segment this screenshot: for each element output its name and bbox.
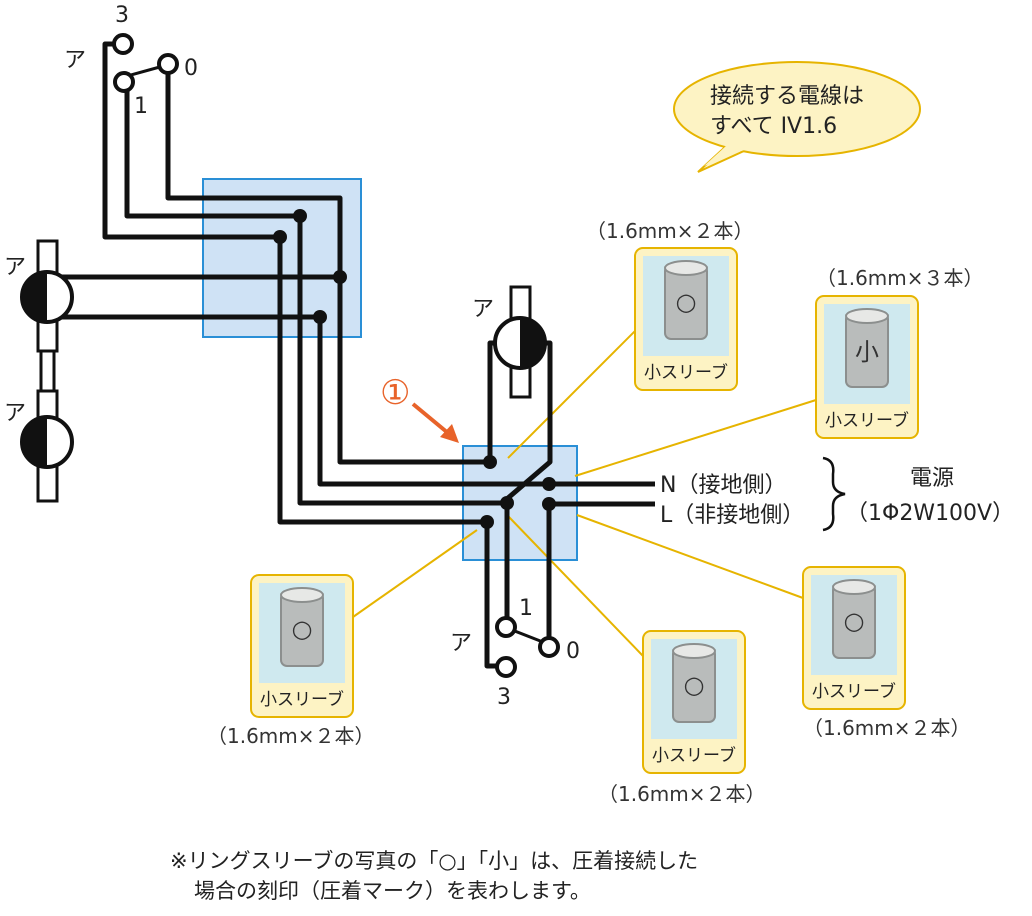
power-brace	[822, 456, 846, 532]
sleeve-1-count: （1.6mm×２本）	[586, 219, 754, 243]
sleeve-3-name: 小スリーブ	[260, 689, 344, 710]
lamp-left-lower	[20, 389, 74, 503]
lamp-left-lower-label: ア	[4, 401, 26, 426]
switch-upper	[112, 33, 179, 93]
sleeve-5-name: 小スリーブ	[812, 681, 896, 702]
sleeve-5-count: （1.6mm×２本）	[803, 716, 971, 740]
callout-line-2: すべて IV1.6	[710, 114, 837, 139]
upper-switch-label-1: 1	[134, 94, 148, 119]
lamp-connector	[39, 349, 56, 393]
wires	[55, 41, 655, 669]
power-l-label: L（非接地側）	[660, 503, 804, 528]
sleeve-2-count: （1.6mm×３本）	[816, 266, 984, 290]
lower-switch-label-1: 1	[519, 596, 533, 621]
lamp-right-label: ア	[472, 297, 494, 322]
sleeve-card-1	[634, 247, 738, 391]
sleeve-card-2	[815, 295, 919, 439]
switch-lower	[495, 616, 560, 678]
marker-arrowhead	[440, 424, 459, 443]
lamp-left-upper-label: ア	[4, 255, 26, 280]
callout-line-1: 接続する電線は	[710, 84, 864, 109]
lamp-right	[493, 285, 547, 399]
sleeve-card-5	[802, 566, 906, 710]
lamp-left-upper	[20, 239, 74, 353]
power-n-label: N（接地側）	[660, 473, 786, 498]
upper-switch-label-a: ア	[64, 48, 86, 73]
sleeve-leaders	[352, 328, 817, 657]
upper-switch-label-0: 0	[184, 56, 198, 81]
marker-arrow	[411, 402, 450, 435]
lower-switch-label-a: ア	[450, 631, 472, 656]
lower-switch-label-3: 3	[497, 685, 511, 710]
footnote-line-2: 場合の刻印（圧着マーク）を表わします。	[194, 879, 591, 903]
sleeve-4-name: 小スリーブ	[652, 745, 736, 766]
footnote-line-1: ※リングスリーブの写真の「○」「小」は、圧着接続した	[170, 849, 698, 873]
junction-dots	[273, 209, 556, 529]
upper-switch-label-3: 3	[115, 3, 129, 28]
sleeve-2-mark: 小	[855, 338, 879, 366]
sleeve-1-name: 小スリーブ	[644, 362, 728, 383]
marker-circled-1: ①	[380, 373, 410, 413]
sleeve-4-mark: ○	[684, 671, 705, 699]
power-title: 電源	[910, 466, 954, 491]
sleeve-3-count: （1.6mm×２本）	[207, 724, 375, 748]
lower-switch-label-0: 0	[566, 639, 580, 664]
callout-bubble	[673, 61, 921, 173]
sleeve-5-mark: ○	[844, 607, 865, 635]
sleeve-2-name: 小スリーブ	[825, 410, 909, 431]
sleeve-card-4	[642, 630, 746, 774]
sleeve-4-count: （1.6mm×２本）	[598, 782, 766, 806]
power-spec: （1Φ2W100V）	[846, 501, 1014, 526]
sleeve-1-mark: ○	[676, 288, 697, 316]
sleeve-3-mark: ○	[292, 615, 313, 643]
sleeve-card-3	[250, 574, 354, 718]
